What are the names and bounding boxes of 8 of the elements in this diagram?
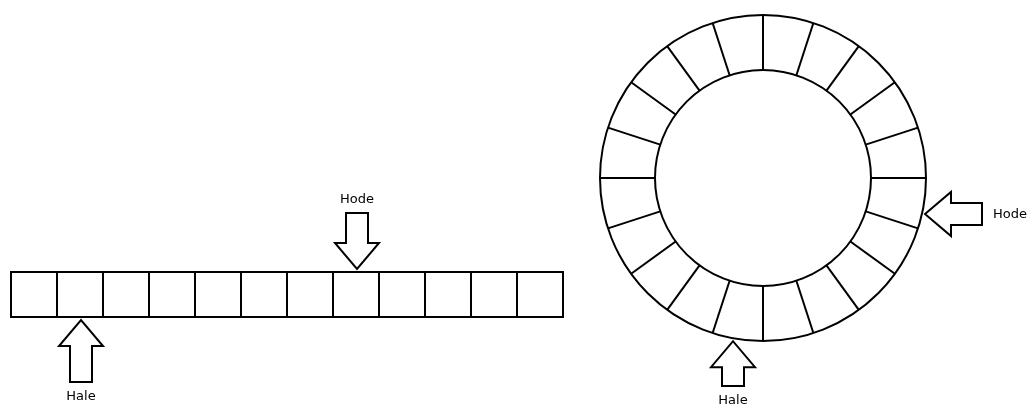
pointer-label: Hode: [992, 206, 1028, 222]
pointer-label: Hale: [65, 388, 97, 404]
arrow: [708, 339, 758, 387]
pointer-label: Hale: [717, 392, 749, 408]
arrow: [923, 189, 983, 239]
arrow: [332, 212, 382, 271]
arrow: [56, 318, 106, 383]
pointer-label: Hode: [339, 191, 375, 207]
